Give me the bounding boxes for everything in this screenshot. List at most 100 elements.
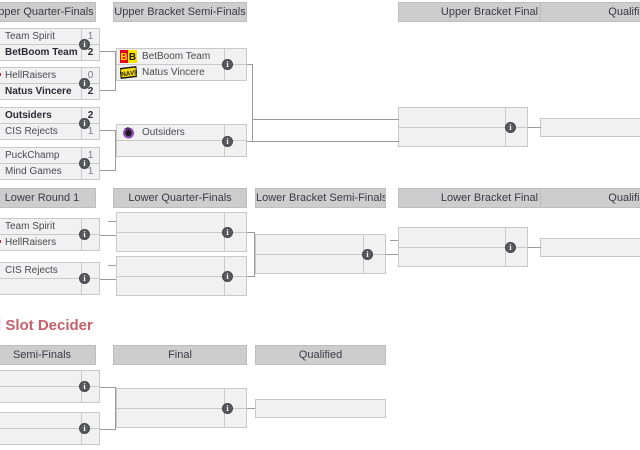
- team-score: [224, 65, 246, 80]
- qualified-row[interactable]: [541, 239, 640, 256]
- match-row-bottom[interactable]: [117, 275, 246, 295]
- match-row-top[interactable]: [256, 235, 385, 254]
- connector: [108, 221, 116, 222]
- svg-text:B: B: [128, 52, 135, 63]
- match-info-icon[interactable]: i: [79, 229, 90, 240]
- connector: [100, 130, 116, 131]
- match-info-icon[interactable]: i: [79, 39, 90, 50]
- match-info-icon[interactable]: i: [222, 271, 233, 282]
- match-row-bottom[interactable]: [117, 140, 246, 156]
- match-row-bottom[interactable]: [117, 407, 246, 427]
- flag-icon-slot: [0, 239, 2, 246]
- slot-decider-qualified[interactable]: [255, 399, 386, 418]
- match-row-top[interactable]: Outsiders 2: [0, 108, 99, 123]
- match-row-top[interactable]: [117, 389, 246, 408]
- column-header-upper-bracket-semi-finals: Upper Bracket Semi-Finals: [113, 2, 247, 22]
- team-score: 1: [81, 164, 99, 179]
- match-row-top[interactable]: PuckChamp 1: [0, 148, 99, 163]
- connector: [115, 51, 116, 91]
- match-info-icon[interactable]: i: [79, 78, 90, 89]
- connector: [100, 387, 116, 388]
- match-row-top[interactable]: [399, 108, 527, 127]
- slot-lower-qualified[interactable]: [540, 238, 640, 257]
- team-name: Outsiders: [5, 110, 52, 121]
- outsiders-logo-svg: [122, 127, 134, 139]
- match-row-bottom[interactable]: [0, 278, 99, 294]
- match-row-top[interactable]: [0, 413, 99, 428]
- match-info-icon[interactable]: i: [505, 122, 516, 133]
- team-score: [505, 247, 527, 266]
- match-info-icon[interactable]: i: [222, 59, 233, 70]
- match-info-icon[interactable]: i: [222, 227, 233, 238]
- team-score: [224, 213, 246, 232]
- team-score: [224, 49, 246, 64]
- team-score: [81, 263, 99, 278]
- team-name: Team Spirit: [5, 31, 56, 42]
- match-info-icon[interactable]: i: [222, 403, 233, 414]
- match-upper-qf-1[interactable]: Team Spirit 1 BetBoom Team 2: [0, 28, 100, 61]
- team-score: 1: [81, 124, 99, 139]
- match-row-bottom[interactable]: NAVI Natus Vincere: [117, 64, 246, 80]
- match-row-bottom[interactable]: CIS Rejects 1: [0, 123, 99, 139]
- team-name: Outsiders: [142, 127, 185, 138]
- match-row-top[interactable]: Outsiders: [117, 125, 246, 140]
- team-score: [81, 413, 99, 428]
- match-row-top[interactable]: Team Spirit 1: [0, 29, 99, 44]
- match-row-bottom[interactable]: Natus Vincere 2: [0, 83, 99, 99]
- match-info-icon[interactable]: i: [79, 381, 90, 392]
- match-row-top[interactable]: Team Spirit: [0, 219, 99, 234]
- match-info-icon[interactable]: i: [505, 242, 516, 253]
- qualified-row[interactable]: [256, 400, 385, 417]
- team-name: BetBoom Team: [142, 51, 211, 62]
- match-lower-qf-1[interactable]: [116, 212, 247, 252]
- column-header-lower-bracket-semi-finals: Lower Bracket Semi-Finals: [255, 188, 386, 208]
- team-name: CIS Rejects: [5, 265, 58, 276]
- team-score: [224, 408, 246, 427]
- match-row-top[interactable]: [117, 213, 246, 232]
- qualified-row[interactable]: [541, 119, 640, 136]
- match-info-icon[interactable]: i: [79, 273, 90, 284]
- column-header-lower-quarter-finals: Lower Quarter-Finals: [113, 188, 247, 208]
- slot-upper-qualified[interactable]: [540, 118, 640, 137]
- match-info-icon[interactable]: i: [79, 118, 90, 129]
- match-row-bottom[interactable]: [0, 428, 99, 444]
- match-row-bottom[interactable]: [117, 231, 246, 251]
- navi-logo-svg: NAVI: [119, 66, 137, 79]
- team-score: 1: [81, 29, 99, 44]
- outsiders-logo-icon: [117, 126, 139, 139]
- match-row-top[interactable]: HellRaisers 0: [0, 68, 99, 83]
- match-row-bottom[interactable]: HellRaisers: [0, 234, 99, 250]
- match-row-bottom[interactable]: Mind Games 1: [0, 163, 99, 179]
- match-row-bottom[interactable]: [399, 126, 527, 146]
- red-flag-icon: [0, 72, 1, 79]
- match-info-icon[interactable]: i: [79, 158, 90, 169]
- connector: [115, 387, 116, 430]
- match-info-icon[interactable]: i: [79, 423, 90, 434]
- connector: [247, 408, 255, 409]
- connector: [247, 232, 255, 233]
- match-row-top[interactable]: B B BetBoom Team: [117, 49, 246, 64]
- match-info-icon[interactable]: i: [222, 136, 233, 147]
- team-score: [81, 387, 99, 402]
- match-row-top[interactable]: [0, 371, 99, 386]
- team-score: [505, 127, 527, 146]
- match-row-bottom[interactable]: [0, 386, 99, 402]
- team-name: CIS Rejects: [5, 126, 58, 137]
- connector: [386, 254, 398, 255]
- team-score: [224, 389, 246, 408]
- team-score: [81, 279, 99, 294]
- team-name: HellRaisers: [5, 70, 57, 81]
- match-row-top[interactable]: [117, 257, 246, 276]
- connector: [100, 90, 116, 91]
- navi-logo-icon: NAVI: [117, 66, 139, 79]
- team-score: 2: [81, 108, 99, 123]
- match-row-bottom[interactable]: [256, 253, 385, 273]
- match-row-top[interactable]: [399, 228, 527, 247]
- team-score: [505, 228, 527, 247]
- match-row-bottom[interactable]: BetBoom Team 2: [0, 44, 99, 60]
- match-row-bottom[interactable]: [399, 246, 527, 266]
- match-info-icon[interactable]: i: [362, 249, 373, 260]
- match-row-top[interactable]: CIS Rejects: [0, 263, 99, 278]
- connector: [247, 141, 253, 142]
- match-lower-r1-2[interactable]: CIS Rejects: [0, 262, 100, 295]
